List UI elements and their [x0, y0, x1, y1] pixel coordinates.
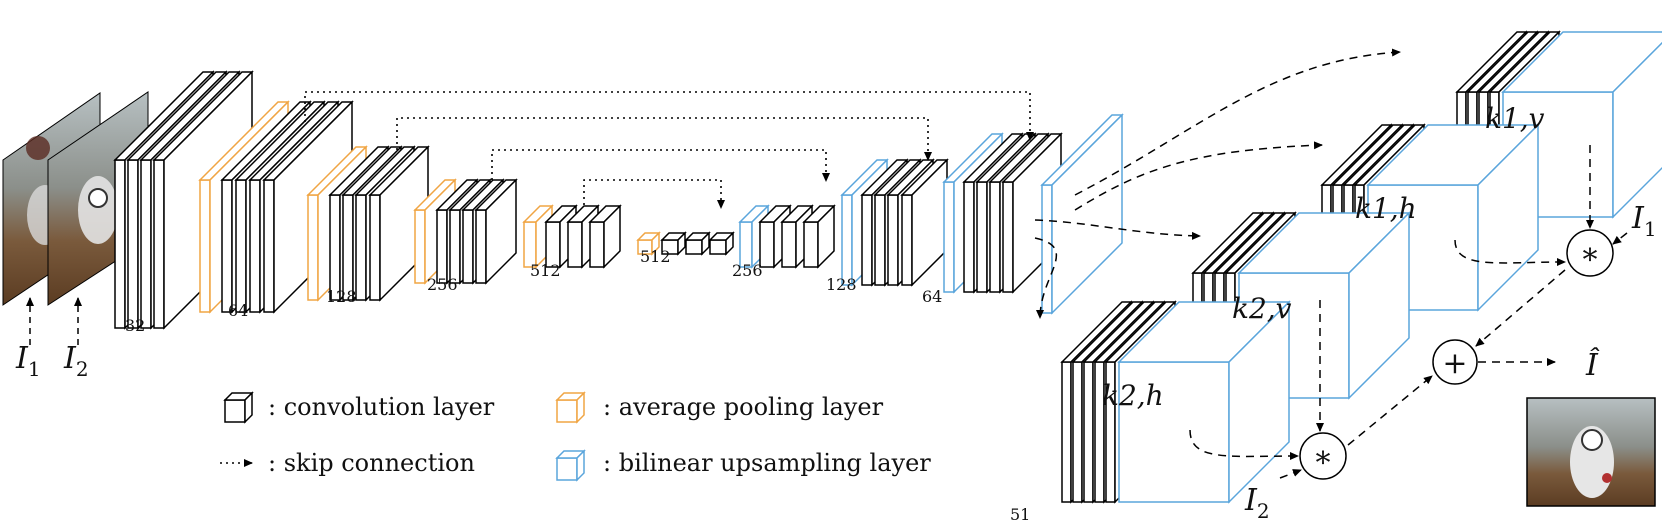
kernel-heads: [1060, 30, 1662, 504]
sum-op: +: [1432, 339, 1478, 385]
kernel-label-k2v: k2,v: [1232, 292, 1292, 325]
legend-conv-icon: [223, 391, 254, 424]
conv-layer-bottleneck-0: [660, 231, 687, 256]
channels-label-64: 64: [228, 301, 248, 320]
layer-blocks: [113, 70, 1124, 330]
skip-connections: [304, 91, 1034, 209]
channels-label-128: 128: [326, 287, 357, 306]
conv-layer-256-3: [474, 178, 518, 285]
side-input-i1: I1: [1631, 201, 1657, 241]
output-image: [1526, 397, 1656, 507]
conv-layer-dec256-2: [802, 204, 836, 269]
legend-upsample-icon: [555, 449, 586, 482]
legend-upsample-label: : bilinear upsampling layer: [603, 449, 931, 477]
svg-text:*: *: [1316, 446, 1331, 481]
skip-connection-64: [304, 91, 1034, 141]
channels-label-256-dec: 256: [732, 261, 763, 280]
skip-connection-512: [583, 179, 725, 209]
side-input-i2: I2: [1244, 483, 1270, 523]
channels-label-512a: 512: [530, 261, 561, 280]
op-arrows: [1189, 145, 1628, 479]
svg-text:+: +: [1442, 346, 1467, 381]
local-conv-op-1: *: [1566, 229, 1614, 278]
channels-label-256: 256: [427, 275, 458, 294]
legend-conv-label: : convolution layer: [268, 393, 495, 421]
kernel-label-k2h: k2,h: [1102, 379, 1164, 412]
channels-label-128-dec: 128: [826, 275, 857, 294]
conv-layer-dec128-3: [900, 158, 949, 287]
input-label-2: I2: [63, 341, 89, 381]
local-conv-op-2: *: [1299, 432, 1347, 481]
kernel-label-k1v: k1,v: [1485, 102, 1545, 135]
conv-layer-bottleneck-2: [708, 231, 735, 256]
svg-text:*: *: [1583, 243, 1598, 278]
head-k2h-upsample: [1117, 300, 1291, 504]
input-label-1: I1: [15, 341, 41, 381]
pool-layer-bottleneck: [636, 231, 661, 256]
channels-label-64-dec: 64: [922, 287, 942, 306]
legend-skip-label: : skip connection: [268, 449, 475, 477]
conv-layer-512-2: [588, 204, 622, 269]
skip-connection-256: [491, 149, 830, 182]
output-label: Î: [1585, 347, 1600, 383]
head-k2v-upsample: [1237, 211, 1411, 400]
kernel-label-k1h: k1,h: [1355, 192, 1417, 225]
branch-arrows: [1034, 48, 1401, 319]
channels-label-32: 32: [125, 316, 145, 335]
legend: : convolution layer : average pooling la…: [220, 391, 931, 482]
upsample-layer-final: [1040, 113, 1124, 315]
skip-connection-128: [396, 117, 932, 161]
channels-label-512b: 512: [640, 247, 671, 266]
channels-label-51: 51: [1010, 505, 1030, 524]
legend-pool-label: : average pooling layer: [603, 393, 884, 421]
legend-pool-icon: [555, 391, 586, 424]
conv-layer-bottleneck-1: [684, 231, 711, 256]
